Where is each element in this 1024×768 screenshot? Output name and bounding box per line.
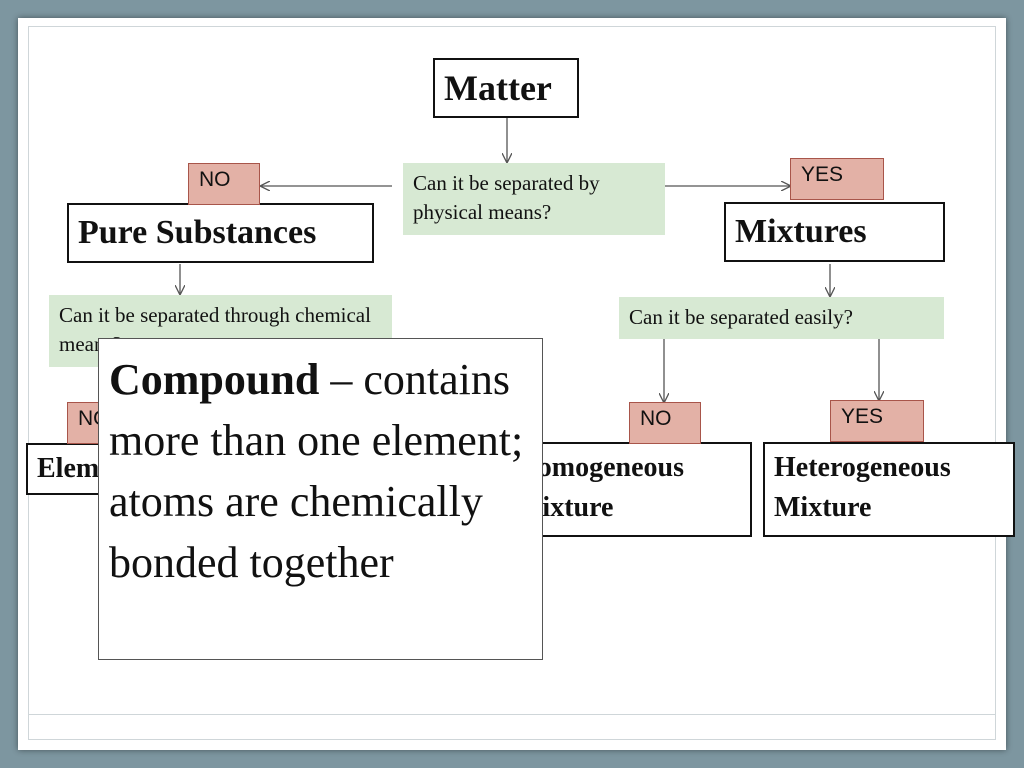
question-physical-means: Can it be separated by physical means? [403, 163, 665, 235]
tag-no-top: NO [188, 163, 260, 205]
node-matter: Matter [433, 58, 579, 118]
compound-definition-box: Compound – contains more than one elemen… [98, 338, 543, 660]
definition-text: – contains more than one element; atoms … [109, 355, 524, 587]
tag-no-right: NO [629, 402, 701, 444]
node-heterogeneous-mixture: Heterogeneous Mixture [763, 442, 1015, 537]
definition-term: Compound [109, 355, 320, 404]
node-pure-substances: Pure Substances [67, 203, 374, 263]
node-mixtures: Mixtures [724, 202, 945, 262]
node-homogeneous-mixture: Homogeneous Mixture [480, 442, 752, 537]
footer-divider [28, 714, 996, 715]
tag-yes-right: YES [830, 400, 924, 442]
slide-frame [28, 26, 996, 740]
question-separated-easily: Can it be separated easily? [619, 297, 944, 339]
tag-yes-top: YES [790, 158, 884, 200]
